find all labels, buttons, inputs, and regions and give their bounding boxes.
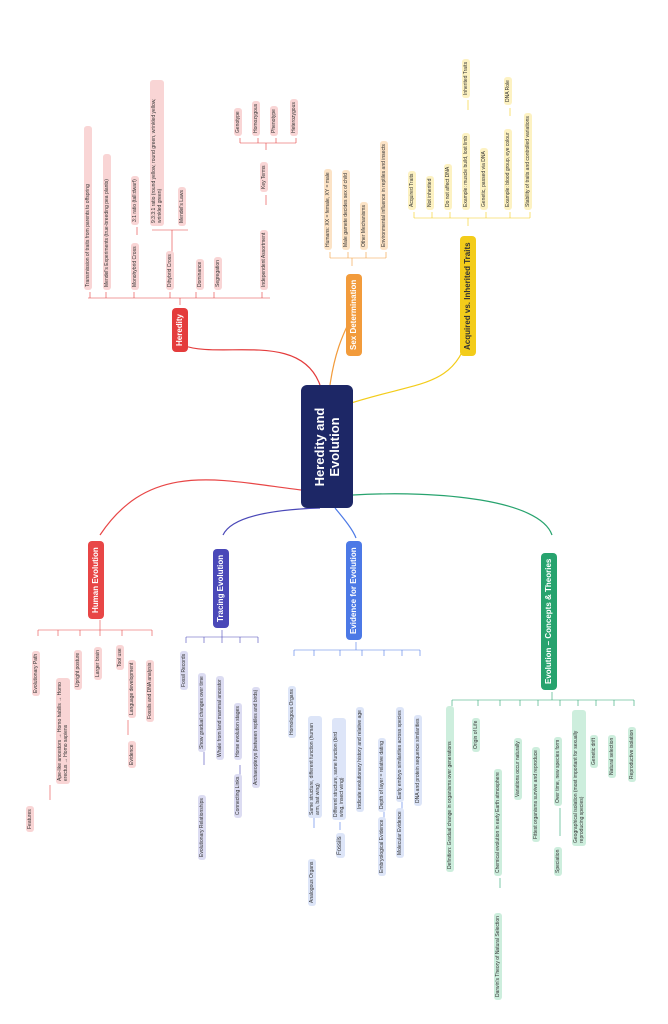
human-fossils-dna[interactable]: Fossils and DNA analysis [146, 659, 154, 722]
theories-darwins-natural-selection[interactable]: Darwin's Theory of Natural Selection [494, 913, 502, 1000]
main-topic-sex-determination[interactable]: Sex Determination [346, 273, 362, 356]
connector [334, 507, 357, 539]
tracing-evolutionary-relationships[interactable]: Evolutionary Relationships [198, 795, 206, 860]
connector [352, 493, 553, 536]
traits-not-inherited[interactable]: Not inherited [426, 175, 434, 210]
tracing-archaeopteryx[interactable]: Archaeopteryx (between reptiles and bird… [252, 686, 260, 788]
connector [222, 507, 321, 536]
human-evidence[interactable]: Evidence [128, 741, 136, 768]
human-tool-use[interactable]: Tool use [116, 645, 124, 670]
main-topic-human-evolution[interactable]: Human Evolution [88, 541, 104, 619]
sex-humans-xx-xy[interactable]: Humans: XX = female, XY = male [324, 169, 332, 250]
central-topic[interactable]: Heredity and Evolution [301, 385, 353, 508]
theories-chemical-evolution[interactable]: Chemical evolution in early Earth atmosp… [494, 769, 502, 876]
theories-reproductive-isolation[interactable]: Reproductive isolation [628, 726, 636, 782]
traits-do-not-affect-dna[interactable]: Do not affect DNA [444, 163, 452, 210]
theories-definition[interactable]: Definition: Gradual change in organisms … [446, 706, 454, 872]
main-topic-evidence-for-evolution[interactable]: Evidence for Evolution [346, 541, 362, 640]
human-language-development[interactable]: Language development [128, 659, 136, 718]
theories-fittest-survive[interactable]: Fittest organisms survive and reproduce [532, 747, 540, 842]
traits-stability[interactable]: Stability of traits and controlled varia… [524, 113, 532, 210]
heredity-homozygous[interactable]: Homozygous [252, 100, 260, 136]
theories-variations[interactable]: Variations occur naturally [514, 738, 522, 800]
tracing-gradual-changes[interactable]: Show gradual changes over time [198, 673, 206, 752]
heredity-mendels-experiments[interactable]: Mendel's Experiments (true-breeding pea … [103, 154, 111, 290]
heredity-dominance[interactable]: Dominance [196, 258, 204, 290]
evidence-evolutionary-history[interactable]: Indicate evolutionary history and relati… [356, 707, 364, 812]
evidence-dna-protein[interactable]: DNA and protein sequence similarities [414, 715, 422, 806]
main-topic-tracing-evolution[interactable]: Tracing Evolution [213, 548, 229, 628]
theories-geographical-isolation[interactable]: Geographical isolation (most important f… [572, 710, 586, 846]
evidence-depth-of-layer[interactable]: Depth of layer = relative dating [378, 738, 386, 812]
human-ape-to-sapiens[interactable]: Ape-like ancestors → Homo habilis → Homo… [56, 678, 70, 784]
heredity-heterozygous[interactable]: Heterozygous [290, 99, 298, 136]
connector [99, 479, 302, 536]
heredity-dihybrid-cross[interactable]: Dihybrid Cross [166, 251, 174, 290]
traits-example-muscle-build[interactable]: Example: muscle build, lost limb [462, 132, 470, 210]
sex-environmental-influence[interactable]: Environmental influence in reptiles and … [380, 141, 388, 250]
heredity-3-1-ratio[interactable]: 3:1 ratio (tall:dwarf) [131, 176, 139, 225]
human-evolutionary-path[interactable]: Evolutionary Path [32, 650, 40, 696]
tracing-fossil-records[interactable]: Fossil Records [180, 650, 188, 690]
traits-example-blood-group[interactable]: Example: blood group, eye colour [504, 129, 512, 210]
connector [344, 329, 471, 406]
heredity-genotype[interactable]: Genotype [234, 108, 242, 136]
theories-genetic-drift[interactable]: Genetic drift [590, 735, 598, 768]
sex-other-mechanisms[interactable]: Other Mechanisms [360, 202, 368, 250]
main-topic-heredity[interactable]: Heredity [172, 307, 188, 352]
heredity-segregation[interactable]: Segregation [214, 257, 222, 290]
evidence-early-embryo[interactable]: Early embryo similarities across species [396, 707, 404, 802]
heredity-key-terms[interactable]: Key Terms [260, 162, 268, 192]
tracing-horse-stages[interactable]: Horse evolution stages [234, 703, 242, 760]
tracing-whale-ancestor[interactable]: Whale from land mammal ancestor [216, 676, 224, 760]
sex-male-gamete[interactable]: Male gamete decides sex of child [342, 170, 350, 250]
theories-speciation[interactable]: Speciation [554, 846, 562, 876]
main-topic-acquired-vs-inherited-traits[interactable]: Acquired vs. Inherited Traits [460, 236, 476, 356]
evidence-molecular[interactable]: Molecular Evidence [396, 808, 404, 858]
traits-dna-role[interactable]: DNA Role [504, 77, 512, 105]
heredity-transmission[interactable]: Transmission of traits from parents to o… [84, 126, 92, 290]
evidence-same-structure[interactable]: Same structure, different function (huma… [308, 716, 322, 818]
heredity-mendels-laws[interactable]: Mendel's Laws [178, 187, 186, 226]
tracing-connecting-links[interactable]: Connecting Links [234, 773, 242, 818]
connector [181, 344, 321, 386]
human-larger-brain[interactable]: Larger brain [94, 647, 102, 680]
traits-genetic-dna[interactable]: Genetic, passed via DNA [480, 148, 488, 210]
main-topic-evolution-concepts-theories[interactable]: Evolution – Concepts & Theories [541, 552, 557, 690]
heredity-9-3-3-1-ratio[interactable]: 9:3:3:1 ratio (round yellow, round green… [150, 80, 164, 226]
traits-inherited-traits[interactable]: Inherited Traits [462, 58, 470, 98]
heredity-independent-assortment[interactable]: Independent Assortment [260, 229, 268, 290]
human-upright-posture[interactable]: Upright posture [74, 649, 82, 690]
evidence-homologous-organs[interactable]: Homologous Organs [288, 686, 296, 738]
heredity-monohybrid-cross[interactable]: Monohybrid Cross [131, 243, 139, 290]
evidence-embryological[interactable]: Embryological Evidence [378, 816, 386, 876]
theories-natural-selection[interactable]: Natural selection [608, 734, 616, 778]
theories-origin-of-life[interactable]: Origin of Life [472, 717, 480, 752]
human-features[interactable]: Features [26, 806, 34, 832]
traits-acquired-traits[interactable]: Acquired Traits [408, 170, 416, 210]
central-topic-label: Heredity and Evolution [312, 407, 342, 486]
heredity-phenotype[interactable]: Phenotype [270, 106, 278, 136]
evidence-different-structure[interactable]: Different structure, same function (bird… [332, 718, 346, 820]
theories-new-species[interactable]: Over time, new species form [554, 736, 562, 806]
evidence-fossils[interactable]: Fossils [336, 833, 345, 858]
evidence-analogous-organs[interactable]: Analogous Organs [308, 858, 316, 906]
